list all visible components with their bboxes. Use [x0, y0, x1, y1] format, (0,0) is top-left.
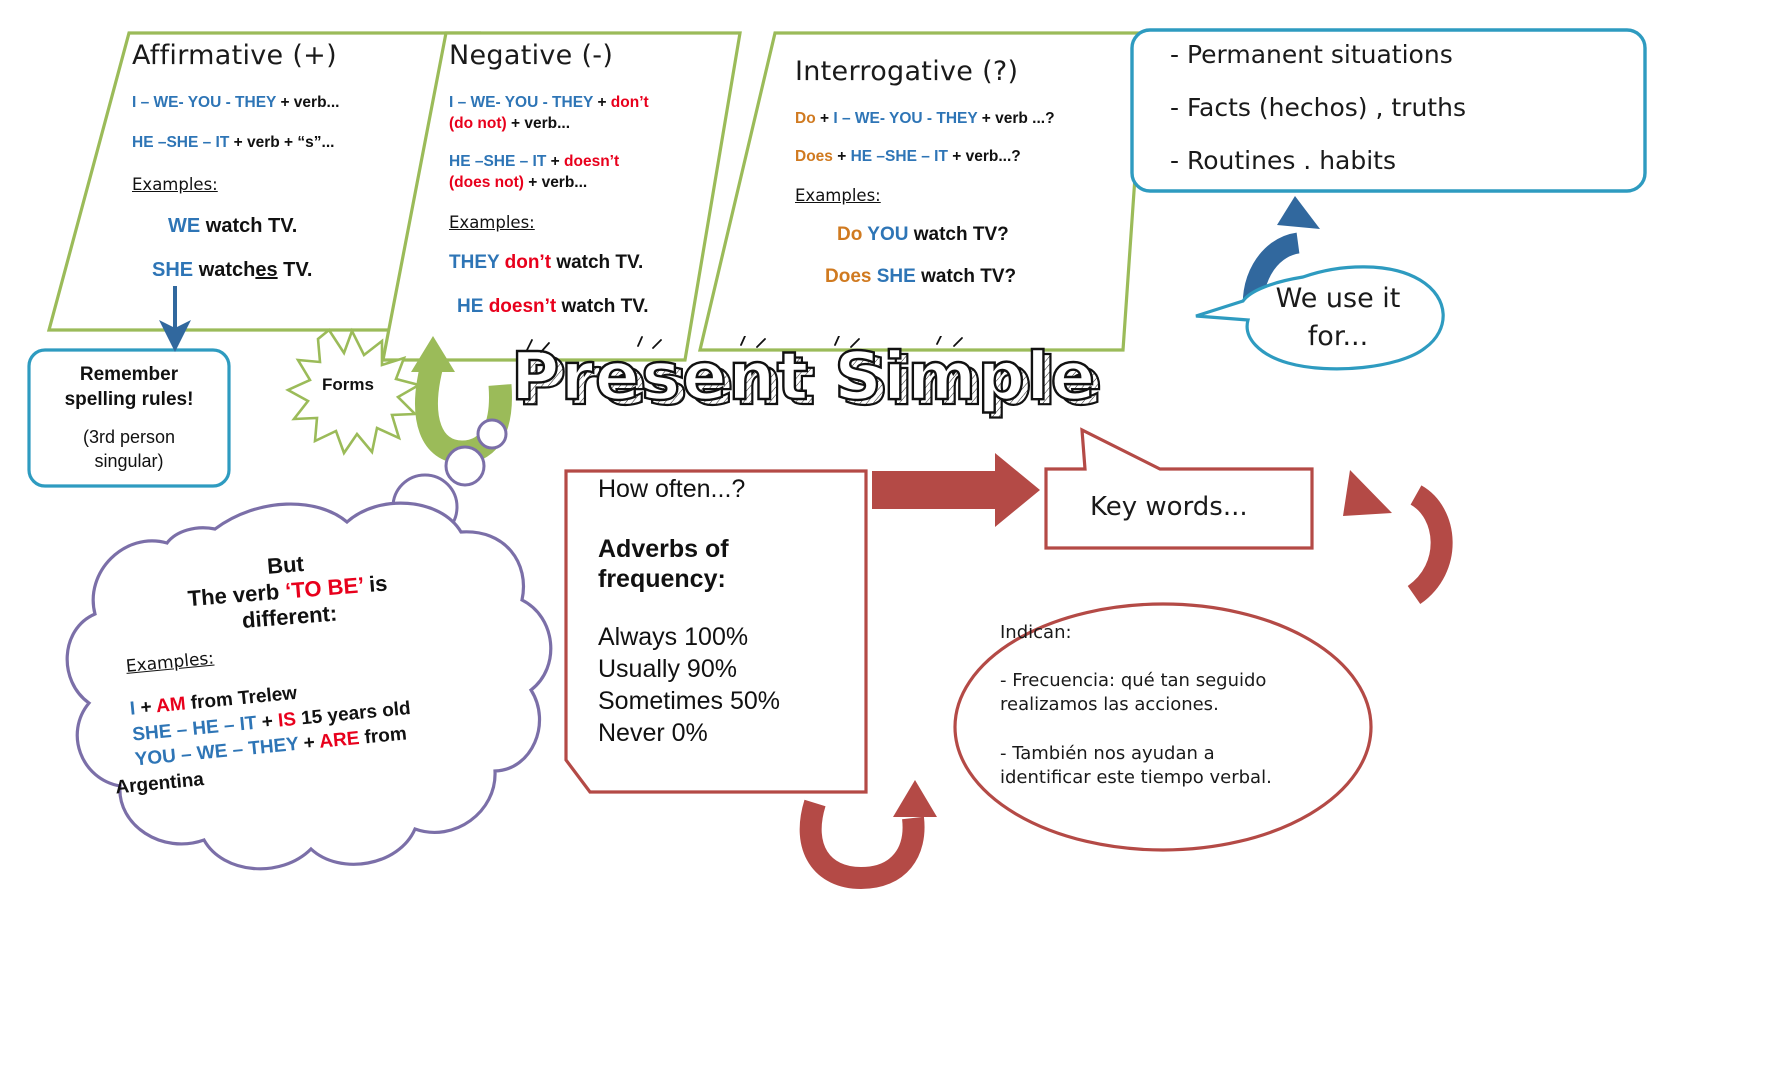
adverb-item-sometimes: Sometimes 50% [598, 687, 781, 715]
remember-box: Remember spelling rules! (3rd person sin… [34, 363, 224, 473]
green-arrow-head [411, 336, 455, 372]
adverbs-box: How often...? Adverbs of frequency: Alwa… [598, 475, 858, 749]
remember-line-4: singular) [94, 450, 164, 471]
interrogative-heading: Interrogative (?) [795, 56, 1019, 87]
indican-line-3: - También nos ayudan a [1000, 742, 1215, 764]
green-curved-arrow [415, 362, 512, 464]
forms-burst-label: Forms [322, 375, 374, 394]
negative-example-1: THEY don’t watch TV. [449, 251, 644, 273]
blue-curved-arrow-head [1277, 196, 1320, 229]
adverbs-question: How often...? [598, 475, 746, 503]
negative-rule-1: I – WE- YOU - THEY + don’t (do not) + ve… [449, 94, 649, 132]
to-be-head-suffix: is [361, 570, 389, 598]
thought-dot-large [391, 473, 459, 541]
affirmative-heading: Affirmative (+) [132, 40, 337, 71]
negative-card: Negative (-) I – WE- YOU - THEY + don’t … [449, 40, 659, 318]
interrogative-card: Interrogative (?) Do + I – WE- YOU - THE… [795, 56, 1115, 288]
adverb-item-never: Never 0% [598, 719, 708, 747]
usage-box: - Permanent situations - Facts (hechos) … [1170, 42, 1640, 173]
affirmative-rule-2: HE –SHE – IT + verb + “s”... [132, 133, 335, 151]
negative-heading: Negative (-) [449, 40, 614, 71]
interrogative-rule-1: Do + I – WE- YOU - THEY + verb ...? [795, 110, 1055, 127]
page-title: Present Simple Present Simple [505, 335, 1125, 422]
usage-item-permanent: - Permanent situations [1170, 40, 1453, 69]
key-words-callout-outline [1044, 427, 1314, 550]
red-curved-arrow-bottom [799, 799, 925, 890]
affirmative-card: Affirmative (+) I – WE- YOU - THEY + ver… [132, 40, 422, 282]
indican-line-2: realizamos las acciones. [1000, 694, 1219, 716]
usage-item-facts: - Facts (hechos) , truths [1170, 93, 1466, 122]
adverb-item-always: Always 100% [598, 623, 749, 651]
thought-dot-small [476, 418, 508, 450]
indican-ellipse: Indican: - Frecuencia: qué tan seguido r… [1000, 622, 1330, 790]
negative-example-2: HE doesn’t watch TV. [457, 295, 649, 317]
usage-item-routines: - Routines . habits [1170, 146, 1397, 175]
key-words-callout: Key words... [1090, 492, 1320, 522]
interrogative-rule-2: Does + HE –SHE – IT + verb...? [795, 147, 1021, 165]
red-curved-arrow-right [1407, 485, 1453, 605]
remember-line-1: Remember [79, 364, 179, 385]
affirmative-example-2: SHE watches TV. [152, 258, 313, 281]
forms-burst: Forms [292, 375, 404, 395]
adverbs-heading-line-1: Adverbs of [598, 535, 729, 563]
we-use-it-bubble: We use it for... [1248, 282, 1428, 354]
red-right-arrow [872, 453, 1040, 527]
interrogative-example-2: Does SHE watch TV? [825, 265, 1017, 287]
indican-line-4: identificar este tiempo verbal. [1000, 766, 1272, 788]
remember-line-3: (3rd person [82, 427, 176, 448]
we-use-it-line-1: We use it [1275, 283, 1401, 314]
we-use-it-line-2: for... [1307, 320, 1369, 352]
affirmative-example-1: WE watch TV. [168, 214, 298, 237]
affirmative-rule-1: I – WE- YOU - THEY + verb... [132, 94, 340, 111]
remember-line-2: spelling rules! [64, 388, 194, 410]
to-be-cloud: But The verb ‘TO BE’ is different: Examp… [114, 551, 475, 799]
adverbs-list: Always 100% Usually 90% Sometimes 50% Ne… [598, 621, 858, 749]
interrogative-example-1: Do YOU watch TV? [837, 223, 1009, 245]
indican-line-1: - Frecuencia: qué tan seguido [1000, 670, 1267, 691]
svg-text:Present Simple: Present Simple [518, 343, 1104, 420]
indican-heading: Indican: [1000, 622, 1072, 643]
negative-examples-label: Examples: [449, 212, 535, 232]
affirmative-examples-label: Examples: [132, 174, 218, 194]
thought-dot-medium [444, 445, 486, 487]
adverbs-heading-line-2: frequency: [598, 565, 726, 593]
interrogative-examples-label: Examples: [795, 185, 881, 205]
adverb-item-usually: Usually 90% [598, 655, 737, 683]
red-curved-arrow-right-head [1343, 470, 1392, 516]
svg-text:Present Simple: Present Simple [511, 338, 1097, 415]
to-be-emphasis: ‘TO BE’ [284, 572, 364, 604]
key-words-label: Key words... [1090, 492, 1248, 522]
red-curved-arrow-bottom-head [893, 780, 937, 817]
negative-rule-2: HE –SHE – IT + doesn’t (does not) + verb… [449, 152, 620, 191]
